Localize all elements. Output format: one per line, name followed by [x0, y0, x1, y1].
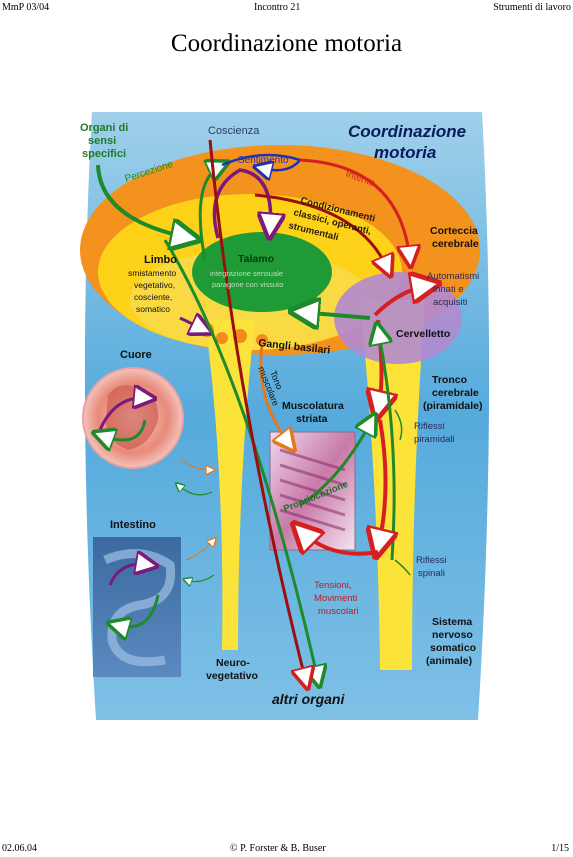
automatism-arrow — [373, 285, 430, 317]
senses-label-3: specifici — [82, 148, 126, 160]
footer-date: 02.06.04 — [2, 843, 37, 854]
automatism-label-1: Automatismi — [427, 271, 479, 282]
automatism-label-3: acquisiti — [433, 297, 467, 308]
intent-arrow — [299, 158, 410, 260]
intestine-loop-purple — [108, 564, 150, 586]
spinal-reflex-label-2: spinali — [418, 568, 445, 579]
heart-label: Cuore — [120, 349, 152, 361]
striated-muscle-label-1: Muscolatura — [282, 400, 344, 412]
pyramidal-reflex-label-1: Riflessi — [414, 421, 445, 432]
consciousness-label: Coscienza — [208, 125, 260, 137]
neurovegetative-label-1: Neuro- — [216, 657, 250, 669]
basal-ganglia-dot — [216, 332, 228, 344]
consciousness-loop — [212, 168, 270, 238]
somatic-system-label-2: nervoso — [432, 629, 473, 641]
feeling-label: Sentimento — [238, 155, 289, 166]
senses-label-1: Organi di — [80, 122, 128, 134]
proprioception-arrow — [299, 420, 372, 507]
tension-label-2: Movimenti — [314, 593, 357, 604]
basal-ganglia-dot — [256, 334, 268, 346]
heart-loop-purple — [98, 398, 148, 431]
spinal-reflex-label-1: Riflessi — [416, 555, 447, 566]
tension-label-3: muscolari — [318, 606, 359, 617]
pyramidal-reflex-line — [394, 409, 403, 441]
footer-page-number: 1/15 — [551, 843, 569, 854]
diagram-title-1: Coordinazione — [348, 122, 466, 141]
organs-green-arrow — [163, 239, 318, 680]
tension-label-1: Tensioni, — [314, 580, 352, 591]
neurovegetative-column — [205, 320, 255, 650]
intestine-link-arrow — [185, 540, 214, 561]
heart-feedback-arrow — [178, 485, 213, 496]
thalamus-label: Talamo — [238, 253, 274, 265]
striated-muscle-label-2: striata — [296, 413, 328, 425]
muscle-motor-arrow — [300, 530, 379, 556]
heart-link-arrow — [181, 459, 212, 470]
limbic-desc-2: vegetativo, — [134, 280, 175, 290]
heart-loop-green — [100, 419, 147, 440]
brainstem-label-2: cerebrale — [432, 387, 479, 399]
intestine-feedback-arrow — [186, 574, 215, 582]
sensory-arrow — [96, 164, 190, 238]
intestine-label: Intestino — [110, 519, 156, 531]
spinal-motor-arrow — [378, 419, 386, 548]
brainstem-label-3: (piramidale) — [423, 400, 483, 412]
limbic-arrow — [179, 318, 205, 330]
cortex-label-1: Corteccia — [430, 225, 478, 237]
feeling-arrow — [221, 153, 303, 170]
organs-red-arrow — [208, 139, 306, 682]
limbic-desc-1: smistamento — [128, 268, 176, 278]
thalamus-desc-2: paragone con vissuto — [212, 280, 283, 289]
perception-arrow — [198, 165, 222, 261]
spinal-reflex-line — [394, 559, 411, 576]
conditioning-arrow — [254, 193, 388, 270]
limbic-desc-4: somatico — [136, 304, 170, 314]
other-organs-label: altri organi — [272, 691, 345, 707]
somatic-system-label-4: (animale) — [426, 655, 472, 667]
pyramidal-reflex-label-2: piramidali — [414, 434, 455, 445]
intestine-loop-green — [115, 594, 160, 627]
footer-authors: © P. Forster & B. Buser — [230, 843, 326, 854]
somatic-system-label-1: Sistema — [432, 616, 472, 628]
senses-label-2: sensi — [88, 135, 116, 147]
limbic-desc-3: cosciente, — [134, 292, 172, 302]
muscle-fibers — [279, 448, 346, 532]
header-session: Incontro 21 — [254, 2, 301, 13]
header-course: MmP 03/04 — [2, 2, 50, 13]
neurovegetative-label-2: vegetativo — [206, 670, 258, 682]
header-section: Strumenti di lavoro — [493, 2, 571, 13]
page-title: Coordinazione motoria — [170, 30, 403, 57]
cerebellum-label: Cervelletto — [396, 328, 450, 340]
thalamus-desc-1: integrazione sensuale — [210, 269, 283, 278]
cerebellum-feedback-arrow — [300, 312, 371, 318]
muscle-tone-arrow — [259, 344, 290, 445]
diagram-title-2: motoria — [374, 143, 436, 162]
cortex-label-2: cerebrale — [432, 238, 479, 250]
automatism-label-2: innati e — [433, 284, 464, 295]
somatic-system-label-3: somatico — [430, 642, 476, 654]
limbic-label: Limbo — [144, 254, 177, 266]
brainstem-label-1: Tronco — [432, 374, 467, 386]
